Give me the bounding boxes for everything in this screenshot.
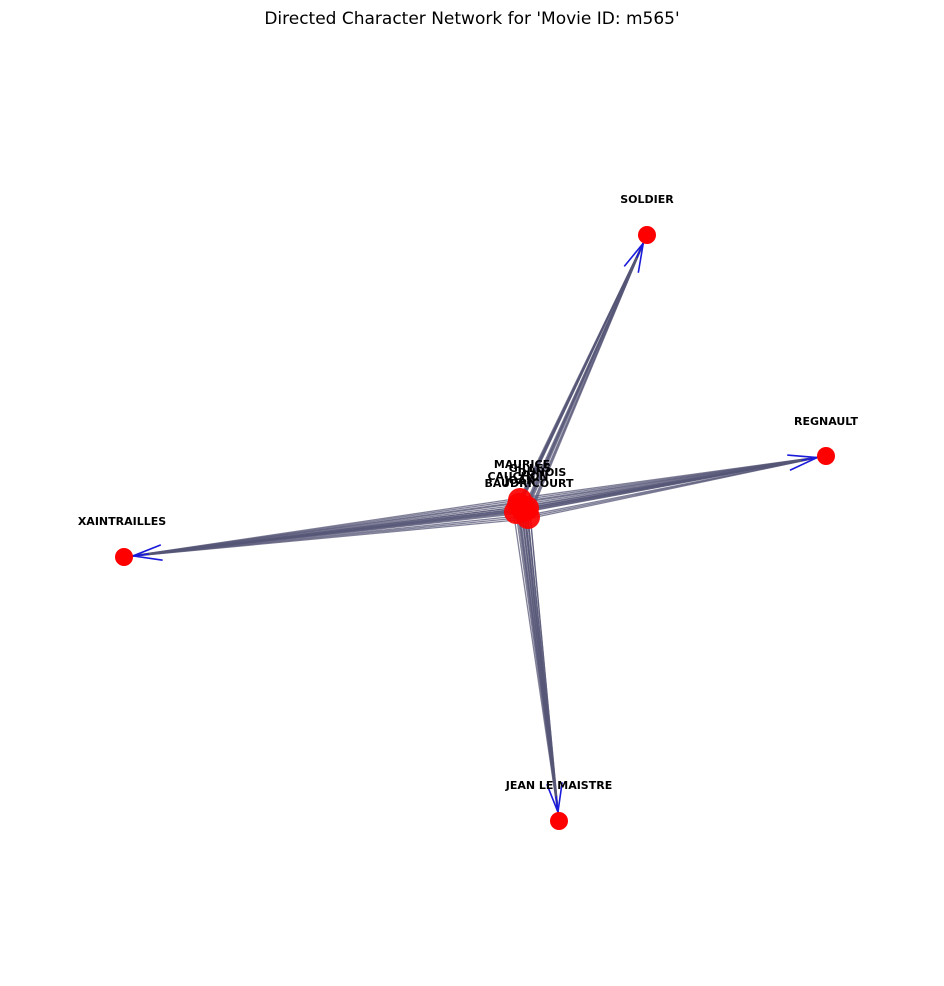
chart-title: Directed Character Network for 'Movie ID…	[264, 9, 679, 29]
edge-baudricourt-to-xaintrailles	[123, 505, 530, 558]
node-soldier	[638, 226, 656, 244]
edge-gilles-to-regnault	[522, 455, 827, 499]
label-soldier: SOLDIER	[620, 193, 674, 206]
node-jean-le-maistre	[550, 812, 568, 830]
label-xaintrailles: XAINTRAILLES	[78, 515, 166, 528]
edge-baudricourt-to-soldier	[528, 234, 648, 507]
arrow-shaft-jean-le-maistre	[555, 796, 559, 813]
edge-gilles-to-xaintrailles	[123, 497, 523, 558]
label-baudricourt: BAUDRICOURT	[484, 477, 574, 490]
arrow-shaft-regnault	[801, 456, 818, 462]
node-layer	[115, 226, 835, 830]
edge-gilles-to-soldier	[521, 234, 648, 499]
label-jean-le-maistre: JEAN LE MAISTRE	[505, 779, 612, 792]
arrowhead-layer	[129, 240, 821, 816]
label-joan: JOAN	[504, 474, 536, 487]
label-layer: SOLDIER REGNAULT XAINTRAILLES JEAN LE MAIST…	[78, 193, 859, 792]
edge-layer	[123, 234, 827, 822]
label-regnault: REGNAULT	[794, 415, 859, 428]
arrow-shaft-xaintrailles	[132, 553, 149, 557]
edge-baudricourt-to-jean-le-maistre	[528, 505, 560, 822]
label-dunois: DUNOIS	[518, 466, 567, 479]
label-maurice: MAURICE	[494, 458, 550, 471]
node-xaintrailles	[115, 548, 133, 566]
edge-dunois-to-soldier	[529, 234, 648, 516]
arrow-shaft-soldier	[635, 242, 645, 259]
label-cauchon: CAUCHON	[487, 470, 548, 483]
label-gilles: GILLES	[509, 462, 552, 475]
edge-baudricourt-to-regnault	[529, 455, 827, 507]
node-baudricourt	[515, 496, 539, 520]
node-regnault	[817, 447, 835, 465]
